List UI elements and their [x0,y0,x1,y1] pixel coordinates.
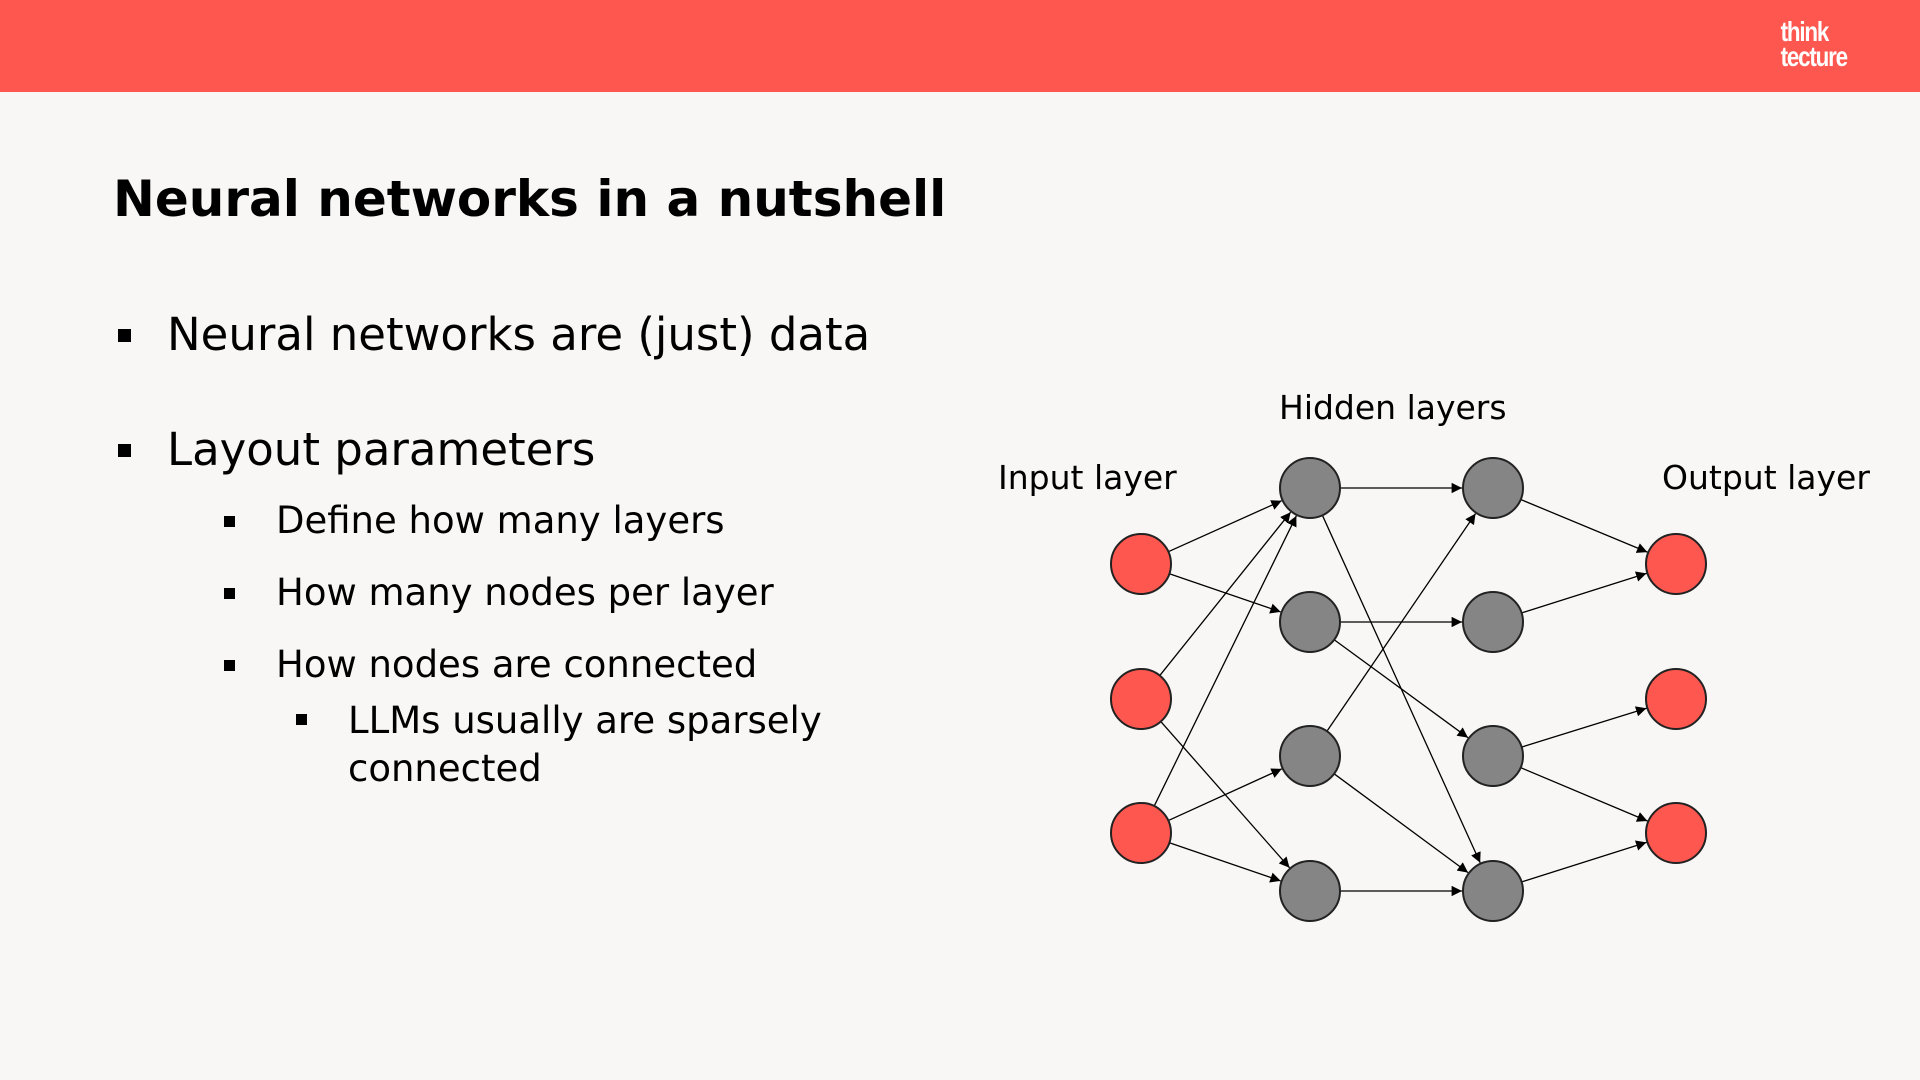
bullet-text: Layout parameters [167,423,596,476]
input-layer-label: Input layer [998,458,1177,497]
bullet-square-icon [118,444,131,457]
edge-input-1-to-hidden-1-2 [1169,573,1281,614]
bullet-text: Define how many layers [276,499,725,542]
node-output-3 [1645,802,1707,864]
bullet-text: Neural networks are (just) data [167,308,871,361]
node-output-1 [1645,533,1707,595]
header-bar [0,0,1920,92]
edge-input-3-to-hidden-1-3 [1168,768,1283,822]
node-hidden-1-1 [1279,457,1341,519]
edge-hidden-2-2-to-output-1 [1521,571,1647,614]
logo-line-1: think [1780,16,1830,47]
hidden-layers-label: Hidden layers [1279,388,1507,427]
thinktecture-logo: think tecture [1780,16,1848,72]
edge-hidden-2-3-to-output-3 [1520,767,1648,822]
output-layer-label: Output layer [1662,458,1870,497]
bullet-item: Neural networks are (just) data [118,308,871,361]
bullet-square-icon [118,329,131,342]
bullet-text: How many nodes per layer [276,571,774,614]
node-hidden-2-2 [1462,591,1524,653]
bullet-text: How nodes are connected [276,643,758,686]
bullet-square-icon [296,714,307,725]
edge-input-3-to-hidden-1-1 [1153,515,1297,807]
edge-hidden-2-4-to-output-3 [1521,840,1647,883]
node-hidden-1-4 [1279,860,1341,922]
edge-hidden-2-1-to-output-1 [1520,498,1648,553]
node-hidden-1-2 [1279,591,1341,653]
bullet-text-line-2: connected [348,747,542,790]
node-hidden-2-3 [1462,725,1524,787]
edge-hidden-1-3-to-hidden-2-4 [1333,773,1469,874]
sub-bullet-item: How nodes are connected [224,643,758,686]
node-input-3 [1110,802,1172,864]
logo-line-2: tecture [1780,41,1848,72]
node-input-2 [1110,668,1172,730]
edge-hidden-1-2-to-hidden-2-3 [1333,639,1469,739]
edge-input-1-to-hidden-1-1 [1168,500,1282,553]
sub-bullet-item: How many nodes per layer [224,571,774,614]
edge-group [1153,482,1648,897]
bullet-square-icon [224,588,235,599]
bullet-square-icon [224,660,235,671]
node-hidden-2-1 [1462,457,1524,519]
bullet-text-line-1: LLMs usually are sparsely [348,699,822,742]
edge-input-2-to-hidden-1-1 [1159,511,1292,676]
bullet-item: Layout parameters [118,423,596,476]
bullet-square-icon [224,516,235,527]
edge-input-3-to-hidden-1-4 [1169,842,1281,883]
edge-hidden-2-3-to-output-2 [1521,706,1647,748]
node-output-2 [1645,668,1707,730]
node-hidden-1-3 [1279,725,1341,787]
edge-hidden-1-3-to-hidden-2-1 [1326,513,1477,732]
node-input-1 [1110,533,1172,595]
sub-sub-bullet-item: LLMs usually are sparsely connected [296,697,822,793]
node-group [1110,457,1707,922]
slide-title: Neural networks in a nutshell [113,170,947,228]
node-hidden-2-4 [1462,860,1524,922]
sub-bullet-item: Define how many layers [224,499,725,542]
